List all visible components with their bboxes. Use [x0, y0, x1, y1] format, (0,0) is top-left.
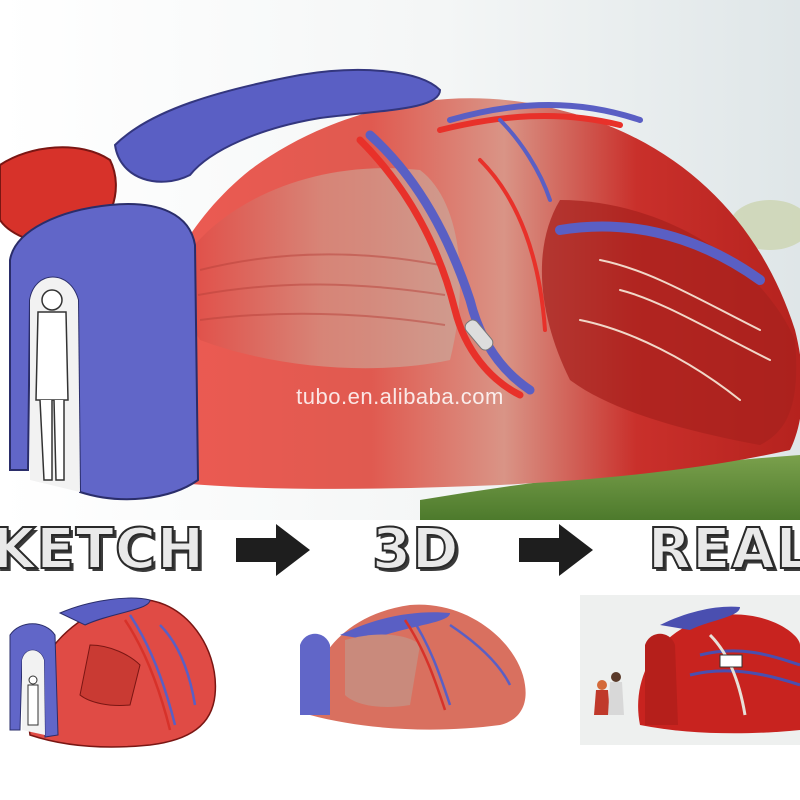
watermark-text: tubo.en.alibaba.com: [296, 384, 504, 409]
person-sketch: [35, 289, 69, 481]
3d-thumbnail: [300, 604, 526, 730]
step-label-3d: 3D: [371, 517, 460, 583]
right-arrow-icon: [236, 524, 310, 576]
right-arrow-icon: [519, 524, 593, 576]
thumbnail-row: [9, 595, 800, 748]
real-photo-thumbnail: [580, 595, 800, 745]
sketch-thumbnail: [9, 597, 217, 748]
step-label-real: REAL: [647, 517, 800, 583]
step-label-sketch: KETCH: [0, 517, 205, 583]
inflatable-heart-hero: [0, 0, 800, 520]
